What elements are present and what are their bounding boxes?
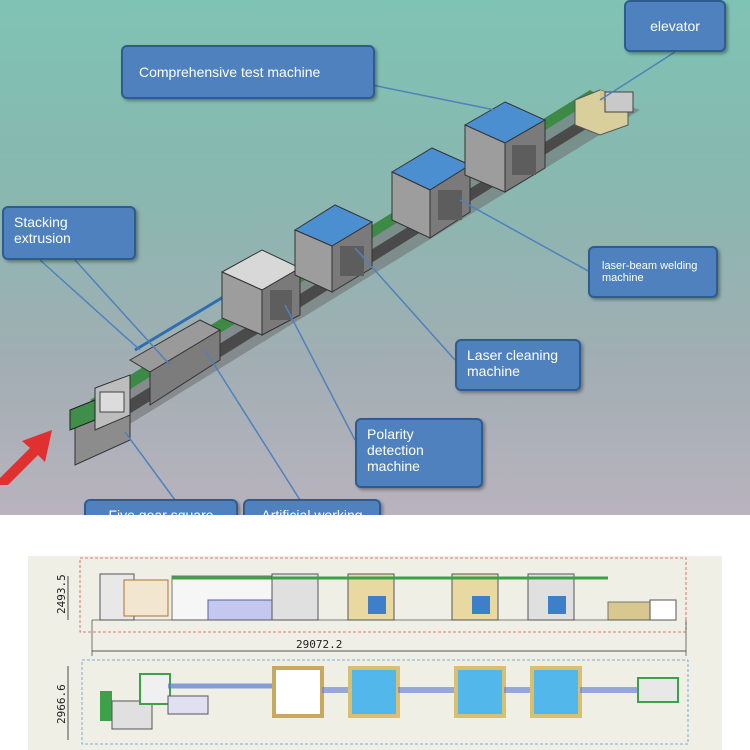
laser-welding-unit (390, 147, 472, 239)
callout-laser-welding-label: laser-beam welding machine (602, 260, 698, 284)
shell-sorting-unit (69, 374, 131, 466)
comprehensive-test-unit (463, 101, 547, 193)
top-width-dimension: 2966.6 (55, 684, 68, 724)
callout-laser-cleaning: Laser cleaning machine (455, 339, 581, 391)
callout-comprehensive-test: Comprehensive test machine (121, 45, 375, 99)
callout-elevator-label: elevator (650, 18, 700, 34)
callout-comprehensive-test-label: Comprehensive test machine (139, 64, 321, 80)
front-height-dimension: 2493.5 (55, 574, 68, 614)
stacking-extrusion-unit (129, 288, 236, 406)
direction-arrow (0, 430, 52, 485)
callout-laser-cleaning-label: Laser cleaning machine (467, 347, 559, 379)
callout-stacking-extrusion-label: Stacking extrusion (14, 214, 71, 246)
length-dimension: 29072.2 (91, 620, 687, 656)
callout-elevator: elevator (624, 0, 726, 52)
callout-shell-sorting-label: Five gear square shell sorting (108, 507, 214, 515)
callout-laser-welding: laser-beam welding machine (588, 246, 718, 298)
top-view: 2966.6 (55, 659, 689, 745)
callout-working-space-label: Artificial working space (261, 507, 363, 515)
callout-working-space: Artificial working space (243, 499, 381, 515)
callout-polarity-detection: Polarity detection machine (355, 418, 483, 488)
callout-polarity-detection-label: Polarity detection machine (367, 426, 424, 474)
leader-lines (39, 51, 676, 501)
callout-shell-sorting: Five gear square shell sorting (84, 499, 238, 515)
laser-cleaning-unit (293, 204, 374, 293)
production-line-3d-view (0, 51, 676, 501)
layout-drawing-svg: 2493.5 29072.2 2966.6 (55, 557, 689, 745)
layout-drawings: 2493.5 29072.2 2966.6 (28, 556, 722, 750)
callout-stacking-extrusion: Stacking extrusion (2, 206, 136, 260)
polarity-detection-unit (220, 249, 302, 336)
front-elevation: 2493.5 (55, 557, 687, 633)
total-length-dimension: 29072.2 (296, 638, 342, 651)
production-line-render: elevator Comprehensive test machine Stac… (0, 0, 750, 515)
